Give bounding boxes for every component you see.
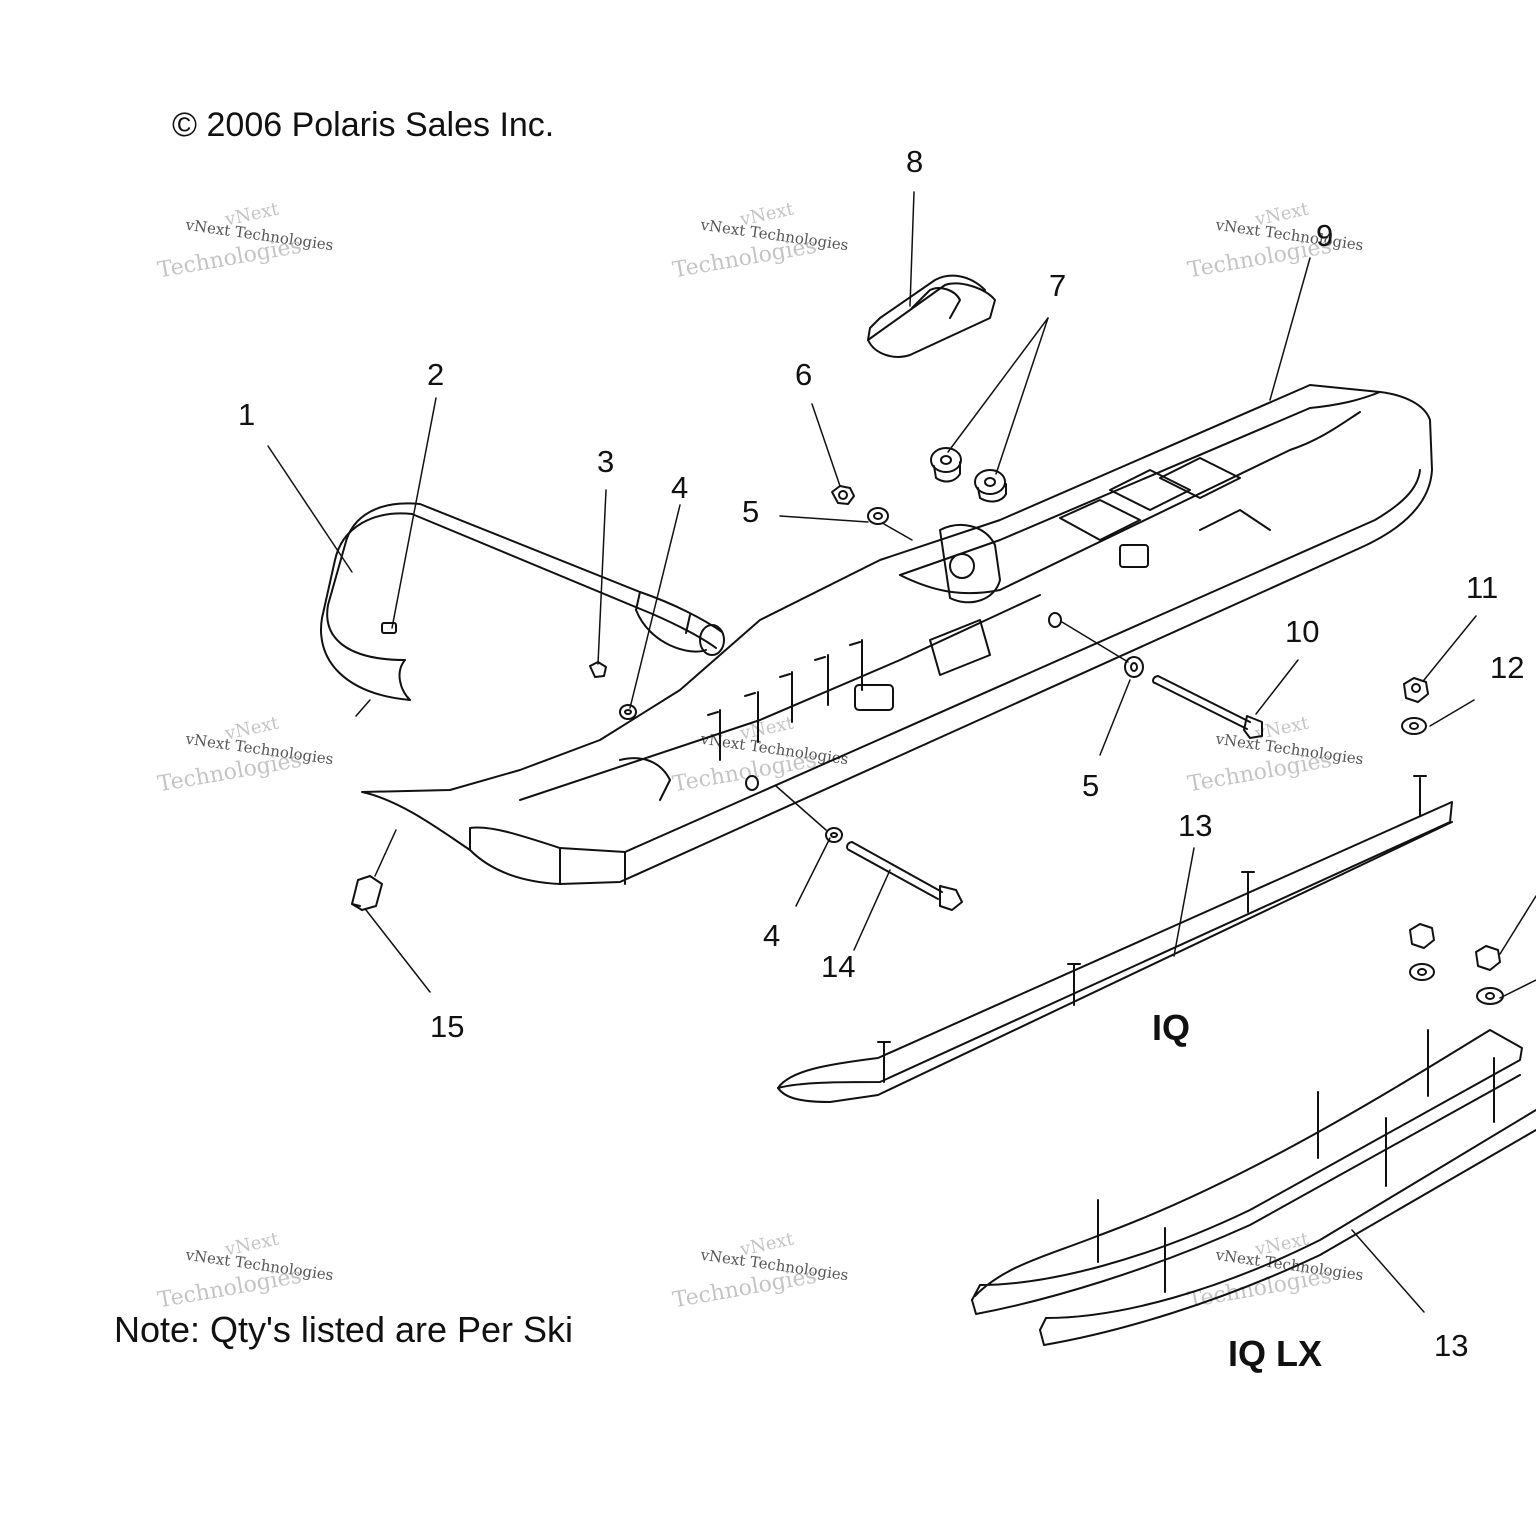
wear-pad-part bbox=[867, 274, 996, 358]
washer-part-12 bbox=[1401, 717, 1427, 735]
washer-part-4 bbox=[619, 704, 843, 843]
callout-13a: 13 bbox=[1178, 808, 1212, 843]
callout-5b: 5 bbox=[1082, 768, 1099, 803]
runner-iq-part bbox=[777, 775, 1453, 1103]
callout-3: 3 bbox=[597, 444, 614, 479]
quantity-note: Note: Qty's listed are Per Ski bbox=[114, 1309, 574, 1350]
callout-13b: 13 bbox=[1434, 1328, 1468, 1363]
nut-part-6 bbox=[831, 485, 855, 505]
nut-part-3 bbox=[589, 661, 607, 678]
callout-11: 11 bbox=[1466, 570, 1498, 605]
callout-1: 1 bbox=[238, 397, 255, 432]
bolt-part-14 bbox=[846, 841, 963, 911]
copyright-text: © 2006 Polaris Sales Inc. bbox=[172, 106, 555, 144]
pin-part-2 bbox=[381, 622, 397, 634]
callout-5a: 5 bbox=[742, 494, 759, 529]
callout-9: 9 bbox=[1316, 218, 1333, 253]
callout-2: 2 bbox=[427, 357, 444, 392]
model-label-iq-lx: IQ LX bbox=[1228, 1333, 1323, 1374]
callout-leader-lines bbox=[267, 191, 1536, 1313]
bushing-part-7 bbox=[930, 447, 1007, 503]
callout-8: 8 bbox=[906, 144, 923, 179]
callout-6: 6 bbox=[795, 357, 812, 392]
nut-part-11 bbox=[1409, 923, 1501, 971]
bolt-part-10 bbox=[1152, 675, 1263, 739]
callout-10: 10 bbox=[1285, 614, 1319, 649]
ski-body-part bbox=[361, 384, 1433, 885]
washer-part-5 bbox=[867, 507, 889, 525]
callout-15: 15 bbox=[430, 1009, 464, 1044]
model-label-iq: IQ bbox=[1152, 1007, 1191, 1048]
callout-7: 7 bbox=[1049, 268, 1066, 303]
ski-handle-part bbox=[320, 502, 725, 701]
pin-part-15 bbox=[351, 875, 383, 911]
callout-4b: 4 bbox=[763, 918, 780, 953]
washer-part-5 bbox=[1124, 656, 1144, 678]
nut-part-11 bbox=[1403, 677, 1429, 703]
callout-14: 14 bbox=[821, 949, 855, 984]
callout-12: 12 bbox=[1490, 650, 1524, 685]
callout-4a: 4 bbox=[671, 470, 688, 505]
runner-iq-lx-part bbox=[971, 1029, 1536, 1346]
washer-part-12 bbox=[1409, 963, 1504, 1005]
